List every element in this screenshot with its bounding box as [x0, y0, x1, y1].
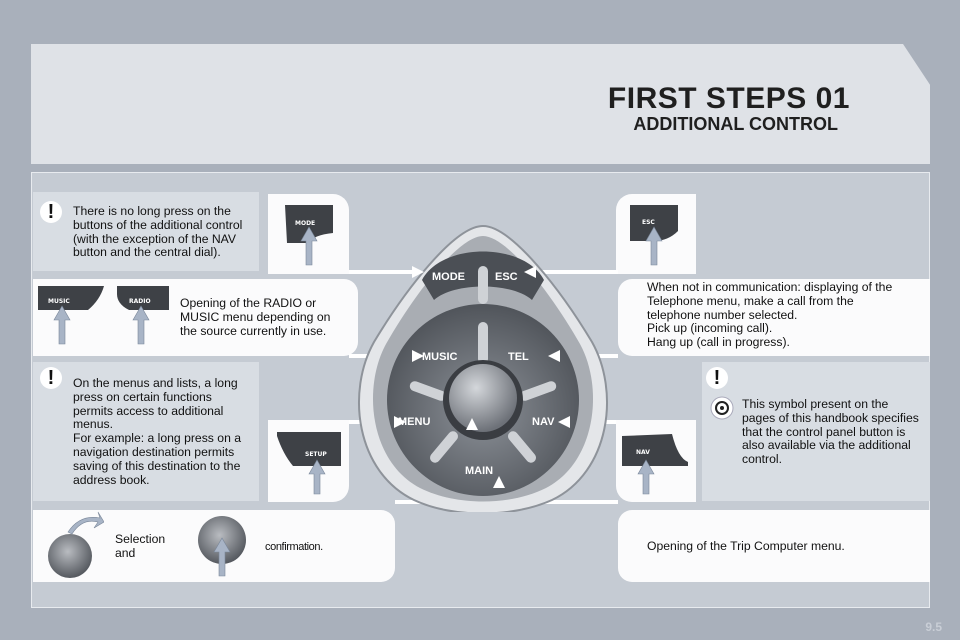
note-telephone: When not in communication: displaying of… — [647, 280, 893, 350]
mode-button-label: MODE — [295, 220, 315, 227]
pointer-arrow-icon — [300, 226, 318, 266]
music-button-icon: MUSIC — [38, 286, 104, 345]
page-number: 9.5 — [925, 620, 942, 634]
radio-button-label: RADIO — [129, 298, 151, 305]
setup-button-icon: SETUP — [277, 432, 341, 495]
note-radio-music: Opening of the RADIO or MUSIC menu depen… — [180, 296, 331, 338]
connector-mode — [349, 270, 420, 274]
warning-icon: ! — [706, 367, 728, 389]
mode-button-icon: MODE — [285, 205, 333, 266]
arrow-center-icon — [466, 418, 478, 430]
note-long-press-box — [33, 192, 259, 271]
pointer-arrow-icon — [637, 459, 655, 495]
control-label-esc[interactable]: ESC — [495, 271, 518, 283]
pointer-arrow-icon — [132, 305, 150, 345]
arrow-esc-icon — [524, 266, 536, 278]
telephone-box — [618, 279, 930, 356]
music-button-label: MUSIC — [48, 298, 70, 305]
connector-esc — [532, 270, 618, 274]
nav-button-label: NAV — [636, 449, 650, 456]
page-title: FIRST STEPS 01 — [607, 82, 850, 115]
warning-icon: ! — [40, 201, 62, 223]
arrow-tel-icon — [548, 350, 560, 362]
arrow-main-icon — [493, 476, 505, 488]
control-panel-symbol-icon — [710, 396, 734, 420]
warning-icon: ! — [40, 367, 62, 389]
arrow-menu-icon — [394, 416, 406, 428]
note-trip: Opening of the Trip Computer menu. — [647, 539, 845, 553]
arrow-nav-icon — [558, 416, 570, 428]
control-label-main[interactable]: MAIN — [465, 465, 493, 477]
note-long-press: There is no long press on the buttons of… — [73, 204, 243, 260]
control-label-tel[interactable]: TEL — [508, 351, 529, 363]
arrow-music-icon — [412, 350, 424, 362]
pointer-arrow-icon — [53, 305, 71, 345]
pointer-arrow-icon — [213, 537, 231, 577]
pointer-arrow-icon — [645, 226, 663, 266]
control-label-nav[interactable]: NAV — [532, 416, 555, 428]
page-subtitle: ADDITIONAL CONTROL — [633, 114, 838, 134]
esc-button-icon: ESC — [630, 205, 678, 266]
rotate-arrow-icon — [67, 511, 104, 535]
additional-control-pad: MODE ESC MUSIC TEL MENU NAV MAIN — [358, 224, 608, 512]
setup-button-label: SETUP — [305, 451, 327, 458]
note-menus-box — [33, 362, 259, 501]
header-panel: FIRST STEPS 01 ADDITIONAL CONTROL — [31, 44, 930, 164]
connector-main-h — [497, 500, 618, 504]
note-confirmation: confirmation. — [265, 541, 323, 553]
confirmation-dial-icon — [198, 516, 246, 577]
note-menus-lists: On the menus and lists, a long press on … — [73, 376, 242, 487]
note-symbol: This symbol present on the pages of this… — [742, 397, 919, 467]
control-label-menu[interactable]: MENU — [398, 416, 430, 428]
selection-dial-icon — [48, 511, 104, 578]
trip-box — [618, 510, 930, 582]
control-label-music[interactable]: MUSIC — [422, 351, 458, 363]
note-symbol-box — [702, 362, 930, 501]
arrow-mode-icon — [412, 266, 424, 278]
control-label-mode[interactable]: MODE — [432, 271, 465, 283]
note-selection: Selection and — [115, 532, 166, 560]
radio-button-icon: RADIO — [117, 286, 169, 345]
pointer-arrow-icon — [308, 459, 326, 495]
esc-button-label: ESC — [642, 219, 655, 226]
nav-button-icon: NAV — [622, 434, 688, 495]
